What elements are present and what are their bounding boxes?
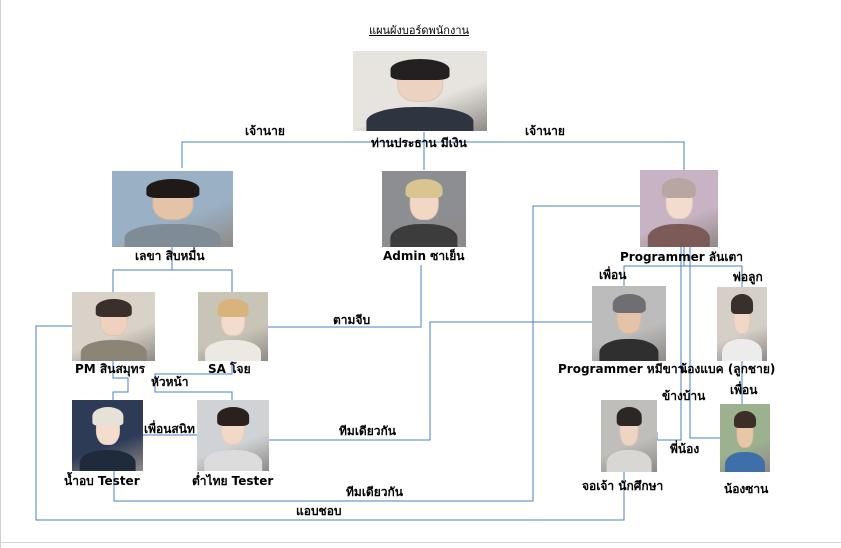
neighbor-kid-photo xyxy=(720,404,770,472)
tester-tamthai-photo xyxy=(197,400,269,471)
relation-crush: แอบชอบ xyxy=(296,504,342,518)
line-crush xyxy=(35,325,625,521)
relation-father-son: พ่อลูก xyxy=(733,270,763,284)
secretary-name: เลขา สิบหมื่น xyxy=(135,249,205,263)
relation-boss-left: เจ้านาย xyxy=(245,124,285,138)
sa-photo xyxy=(198,292,268,361)
relation-friend-programmers: เพื่อน xyxy=(599,268,627,282)
boss-photo xyxy=(353,51,487,131)
line-team-2 xyxy=(113,205,640,502)
line-secretary-pm-sa xyxy=(112,246,173,292)
sa-name: SA โจย xyxy=(208,362,251,376)
pm-photo xyxy=(72,292,155,361)
line-lantao-son xyxy=(684,265,743,287)
secretary-photo xyxy=(112,171,233,247)
student-name: จอเจ้า นักศึกษา xyxy=(582,479,664,493)
line-lead-sa-t2 xyxy=(154,360,233,400)
relation-close-friend: เพื่อนสนิท xyxy=(144,422,195,436)
programmer-meekao-name: Programmer หมีขาว xyxy=(558,362,685,376)
relation-follow: ตามจีบ xyxy=(333,313,371,327)
relation-boss-right: เจ้านาย xyxy=(525,124,565,138)
tester-tamthai-name: ต่ำไทย Tester xyxy=(192,474,274,488)
tester-namob-name: น้ำอบ Tester xyxy=(64,474,140,488)
programmer-lantao-photo xyxy=(640,170,718,247)
line-lantao-down xyxy=(656,247,682,441)
relation-same-team-2: ทีมเดียวกัน xyxy=(346,485,403,499)
page-border-bottom xyxy=(0,542,841,543)
relation-friend-kids: เพื่อน xyxy=(730,383,758,397)
admin-name: Admin ซาเย็น xyxy=(383,249,465,263)
programmer-meekao-photo xyxy=(592,286,666,361)
relation-siblings: พี่น้อง xyxy=(670,442,700,456)
neighbor-kid-name: น้องซาน xyxy=(724,482,769,496)
boss-name: ท่านประธาน มีเงิน xyxy=(371,136,467,150)
baby-son-name: น้องแบค (ลูกชาย) xyxy=(679,362,776,376)
student-photo xyxy=(601,400,657,472)
line-admin-sa xyxy=(268,265,422,328)
chart-title: แผนผังบอร์ดพนักงาน xyxy=(369,24,470,37)
line-lead-pm-t1 xyxy=(112,360,129,400)
programmer-lantao-name: Programmer ลันเตา xyxy=(620,250,743,264)
line-secretary-sa xyxy=(172,269,233,292)
pm-name: PM สินสมุทร xyxy=(75,362,146,376)
line-lantao-sister xyxy=(689,247,720,439)
line-lantao-friend xyxy=(623,247,685,286)
tester-namob-photo xyxy=(72,400,143,471)
line-boss-bar xyxy=(181,141,685,170)
line-team-1 xyxy=(268,321,592,441)
relation-leader: หัวหน้า xyxy=(151,375,189,389)
baby-son-photo xyxy=(717,287,767,361)
relation-neighbor: ข้างบ้าน xyxy=(662,389,706,403)
admin-photo xyxy=(382,171,466,247)
relation-same-team-1: ทีมเดียวกัน xyxy=(339,424,396,438)
page-border-left xyxy=(0,0,1,548)
